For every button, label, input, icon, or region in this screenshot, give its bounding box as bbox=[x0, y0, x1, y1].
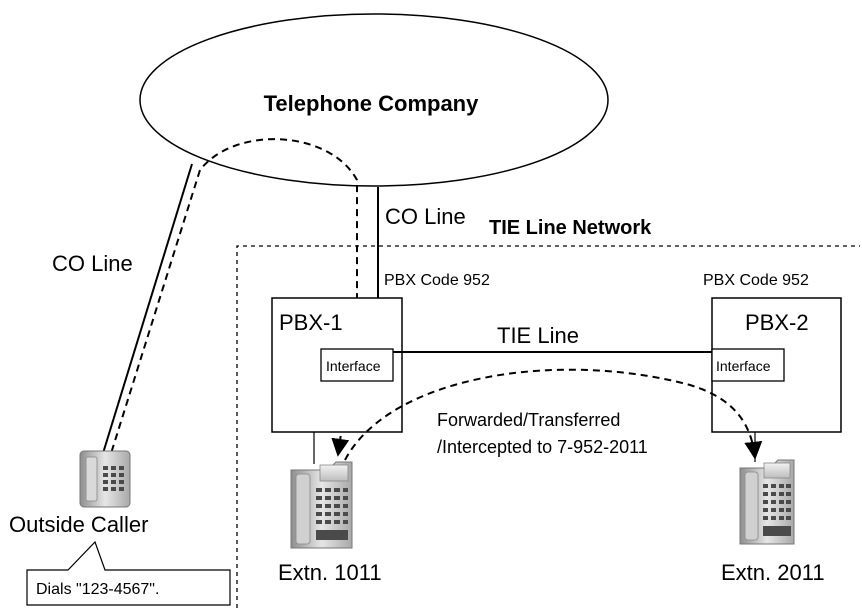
forwarding-call-path bbox=[344, 368, 763, 461]
outside-caller-phone-icon bbox=[79, 450, 131, 508]
pbx2-interface-label: Interface bbox=[716, 358, 771, 374]
tie-line-network-label: TIE Line Network bbox=[489, 217, 652, 239]
pbx1-code: PBX Code 952 bbox=[384, 272, 490, 289]
forwarding-note-line1: Forwarded/Transferred bbox=[437, 410, 620, 430]
pbx2-code: PBX Code 952 bbox=[703, 272, 809, 289]
telephone-company-label: Telephone Company bbox=[264, 91, 479, 116]
tie-line-label: TIE Line bbox=[497, 323, 579, 348]
extn-1011-phone-icon bbox=[290, 461, 353, 549]
outside-caller-label: Outside Caller bbox=[9, 512, 148, 537]
extn-2011-phone-icon bbox=[739, 459, 795, 545]
outside-caller-callout-text: Dials "123-4567". bbox=[36, 581, 159, 598]
co-line-left bbox=[99, 163, 193, 464]
pbx2-interface-box bbox=[711, 348, 785, 382]
pbx1-interface-box bbox=[320, 348, 394, 382]
co-line-center-label: CO Line bbox=[385, 204, 466, 229]
forwarding-note-line2: /Intercepted to 7-952-2011 bbox=[437, 437, 648, 457]
pbx1-label: PBX-1 bbox=[279, 310, 343, 335]
extn-2011-label: Extn. 2011 bbox=[721, 560, 825, 585]
pbx1-interface-label: Interface bbox=[326, 358, 381, 374]
incoming-call-path bbox=[107, 138, 358, 464]
co-line-left-label: CO Line bbox=[52, 251, 133, 276]
telephone-company-cloud bbox=[139, 13, 609, 187]
network-boundary bbox=[236, 245, 860, 608]
outside-caller-callout-bubble bbox=[26, 540, 231, 606]
extn-1011-label: Extn. 1011 bbox=[278, 560, 382, 585]
pbx2-label: PBX-2 bbox=[745, 310, 809, 335]
